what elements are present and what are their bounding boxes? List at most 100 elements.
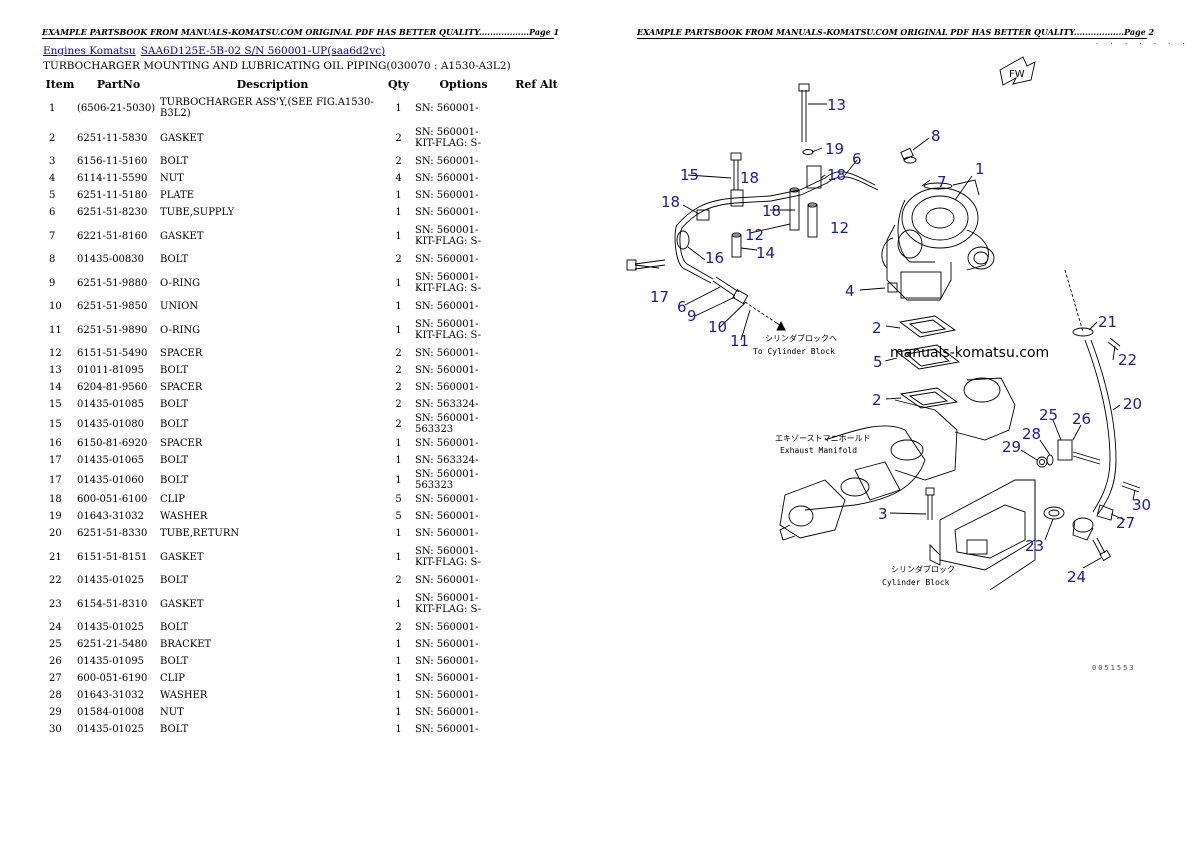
cell-options: SN: 560001- — [415, 173, 479, 184]
cell-item: 3 — [49, 156, 56, 167]
cell-description: UNION — [160, 301, 199, 312]
cell-options: SN: 560001- KIT-FLAG: S- — [415, 225, 482, 247]
cell-description: BOLT — [160, 455, 189, 466]
cell-partno: 6150-81-6920 — [77, 438, 148, 449]
cell-refalt — [515, 221, 558, 251]
cell-refalt — [515, 653, 558, 670]
callout-4: 4 — [845, 282, 855, 300]
cell-options: SN: 560001-563323 — [415, 413, 479, 435]
cell-qty: 2 — [395, 156, 402, 167]
callout-5: 5 — [873, 353, 883, 371]
callout-6: 6 — [852, 150, 862, 168]
cell-item: 29 — [49, 707, 62, 718]
cell-refalt — [515, 345, 558, 362]
cell-description: BOLT — [160, 365, 189, 376]
breadcrumb-link-engines[interactable]: Engines Komatsu — [43, 45, 136, 57]
cell-refalt — [515, 687, 558, 704]
cell-refalt — [515, 251, 558, 268]
callout-29: 29 — [1002, 438, 1021, 456]
breadcrumb-link-model[interactable]: SAA6D125E-5B-02 S/N 560001-UP(saa6d2vc) — [140, 45, 386, 57]
cell-options: SN: 563324- — [415, 455, 479, 466]
callout-16: 16 — [705, 249, 724, 267]
cylinder-block-drawing — [929, 479, 1036, 591]
parts-table: Item PartNo Description Qty Options Ref … — [43, 75, 558, 738]
callout-28: 28 — [1022, 425, 1041, 443]
cell-description: SPACER — [160, 438, 203, 449]
cell-partno: (6506-21-5030) — [77, 102, 156, 114]
cell-qty: 1 — [395, 324, 402, 336]
cell-item: 24 — [49, 622, 62, 633]
cell-partno: 01435-01080 — [77, 418, 145, 430]
callout-7: 7 — [937, 173, 947, 191]
parts-diagram: FW — [626, 56, 1151, 591]
cell-description: BOLT — [160, 575, 189, 586]
cell-refalt — [515, 123, 558, 153]
cell-refalt — [515, 170, 558, 187]
cell-item: 2 — [49, 132, 56, 144]
cell-partno: 6251-11-5830 — [77, 132, 148, 144]
cell-qty: 1 — [395, 598, 402, 610]
cell-qty: 1 — [395, 455, 402, 466]
cell-refalt — [515, 379, 558, 396]
callout-1: 1 — [975, 160, 985, 178]
cell-qty: 1 — [395, 639, 402, 650]
cell-item: 1 — [49, 102, 56, 114]
cell-options: SN: 560001- — [415, 438, 479, 449]
cell-options: SN: 560001- — [415, 365, 479, 376]
callout-27: 27 — [1116, 514, 1135, 532]
callout-25: 25 — [1039, 406, 1058, 424]
cell-item: 23 — [49, 598, 62, 610]
cell-description: O-RING — [160, 324, 201, 336]
cell-qty: 1 — [395, 656, 402, 667]
cell-item: 13 — [49, 365, 62, 376]
cell-qty: 2 — [395, 418, 402, 430]
cell-description: TUBE,RETURN — [160, 528, 240, 539]
breadcrumb: Engines Komatsu SAA6D125E-5B-02 S/N 56000… — [43, 45, 385, 57]
cell-options: SN: 560001- — [415, 622, 479, 633]
cell-description: O-RING — [160, 277, 201, 289]
cell-description: GASKET — [160, 598, 204, 610]
page-1: EXAMPLE PARTSBOOK FROM MANUALS-KOMATSU.C… — [42, 27, 559, 738]
cell-item: 7 — [49, 230, 56, 242]
cell-options: SN: 560001- — [415, 707, 479, 718]
callout-18: 18 — [661, 193, 680, 211]
cell-item: 17 — [49, 474, 62, 486]
cell-partno: 01643-31032 — [77, 511, 145, 522]
cell-description: BOLT — [160, 156, 189, 167]
cell-item: 11 — [49, 324, 62, 336]
cell-description: BOLT — [160, 622, 189, 633]
callout-8: 8 — [931, 127, 941, 145]
fw-label: FW — [1009, 69, 1025, 80]
cell-description: CLIP — [160, 494, 185, 505]
cell-refalt — [515, 589, 558, 619]
callout-2: 2 — [872, 391, 882, 409]
cell-qty: 1 — [395, 528, 402, 539]
exhaust-manifold-drawing — [779, 377, 1016, 541]
table-row: 1(6506-21-5030)TURBOCHARGER ASS'Y,(SEE F… — [43, 93, 558, 123]
cell-item: 6 — [49, 207, 56, 218]
cell-item: 5 — [49, 190, 56, 201]
cell-options: SN: 560001- — [415, 156, 479, 167]
cell-qty: 4 — [395, 173, 402, 184]
cell-partno: 01435-01095 — [77, 656, 145, 667]
callout-24: 24 — [1067, 568, 1086, 586]
cell-refalt — [515, 525, 558, 542]
cell-options: SN: 560001- KIT-FLAG: S- — [415, 319, 482, 341]
cell-options: SN: 560001- — [415, 207, 479, 218]
cell-qty: 1 — [395, 207, 402, 218]
cell-qty: 5 — [395, 511, 402, 522]
col-header-partno: PartNo — [96, 77, 141, 91]
